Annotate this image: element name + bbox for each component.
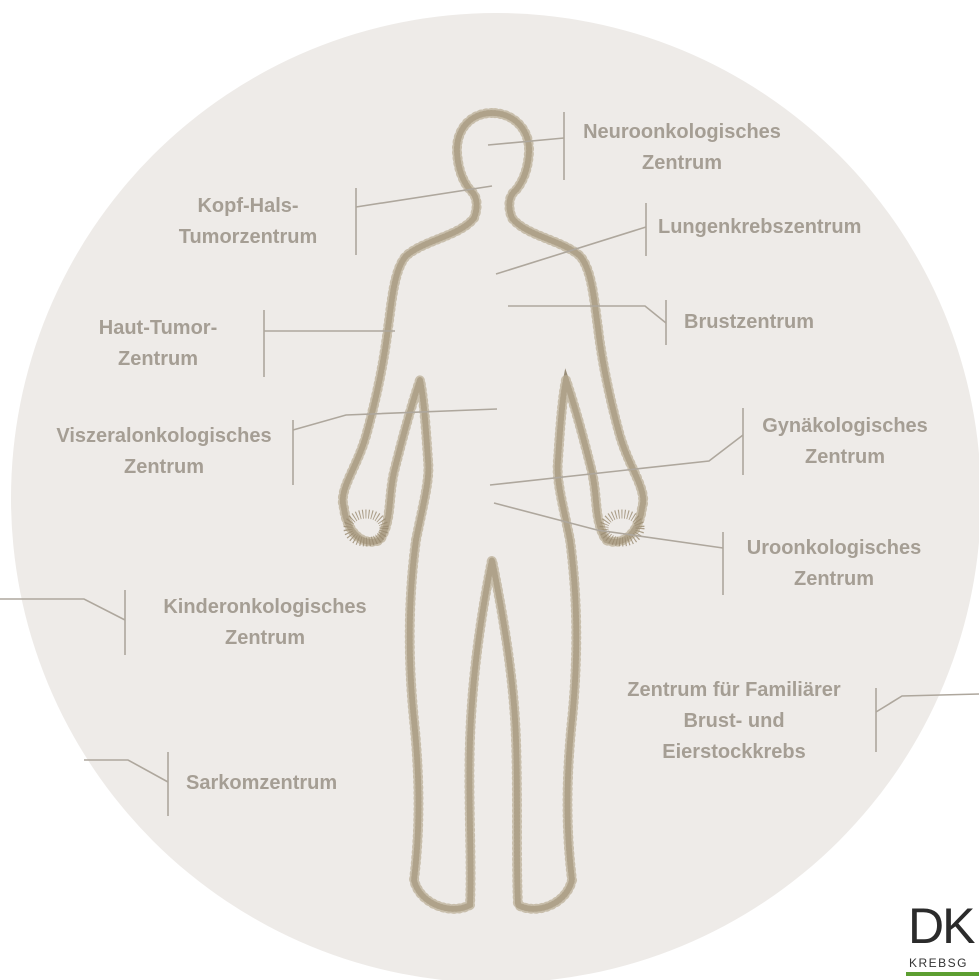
label-viszeralonkologisches-zentrum: Viszeralonkologisches Zentrum bbox=[44, 421, 284, 483]
background-circle bbox=[11, 13, 979, 980]
label-gynaekologisches-zentrum: Gynäkologisches Zentrum bbox=[748, 411, 942, 473]
label-line: Kopf-Hals- bbox=[160, 191, 336, 222]
label-line: Zentrum bbox=[44, 452, 284, 483]
label-line: Neuroonkologisches bbox=[566, 117, 798, 148]
label-line: Viszeralonkologisches bbox=[44, 421, 284, 452]
logo-green-bar bbox=[906, 972, 979, 976]
label-haut-tumor-zentrum: Haut-Tumor- Zentrum bbox=[74, 313, 242, 375]
label-line: Brustzentrum bbox=[684, 307, 814, 338]
label-line: Sarkomzentrum bbox=[186, 768, 337, 799]
logo-subtitle: KREBSG bbox=[909, 956, 968, 970]
label-uroonkologisches-zentrum: Uroonkologisches Zentrum bbox=[734, 533, 934, 595]
logo-mark: DK bbox=[908, 896, 973, 956]
label-line: Zentrum bbox=[748, 442, 942, 473]
label-line: Zentrum bbox=[734, 564, 934, 595]
label-line: Zentrum bbox=[74, 344, 242, 375]
label-line: Gynäkologisches bbox=[748, 411, 942, 442]
label-line: Zentrum für Familiärer bbox=[606, 675, 862, 706]
label-line: Eierstockkrebs bbox=[606, 737, 862, 768]
label-kopf-hals-tumorzentrum: Kopf-Hals- Tumorzentrum bbox=[160, 191, 336, 253]
label-zentrum-familiaerer-brust-eierstockkrebs: Zentrum für Familiärer Brust- und Eierst… bbox=[606, 675, 862, 768]
dkg-logo: DK KREBSG bbox=[906, 896, 979, 980]
label-line: Tumorzentrum bbox=[160, 222, 336, 253]
label-line: Haut-Tumor- bbox=[74, 313, 242, 344]
label-line: Lungenkrebszentrum bbox=[658, 212, 861, 243]
label-lungenkrebszentrum: Lungenkrebszentrum bbox=[658, 212, 861, 243]
label-line: Kinderonkologisches bbox=[146, 592, 384, 623]
label-brustzentrum: Brustzentrum bbox=[684, 307, 814, 338]
label-line: Uroonkologisches bbox=[734, 533, 934, 564]
label-line: Brust- und bbox=[606, 706, 862, 737]
label-neuroonkologisches-zentrum: Neuroonkologisches Zentrum bbox=[566, 117, 798, 179]
label-line: Zentrum bbox=[566, 148, 798, 179]
label-line: Zentrum bbox=[146, 623, 384, 654]
label-sarkomzentrum: Sarkomzentrum bbox=[186, 768, 337, 799]
label-kinderonkologisches-zentrum: Kinderonkologisches Zentrum bbox=[146, 592, 384, 654]
